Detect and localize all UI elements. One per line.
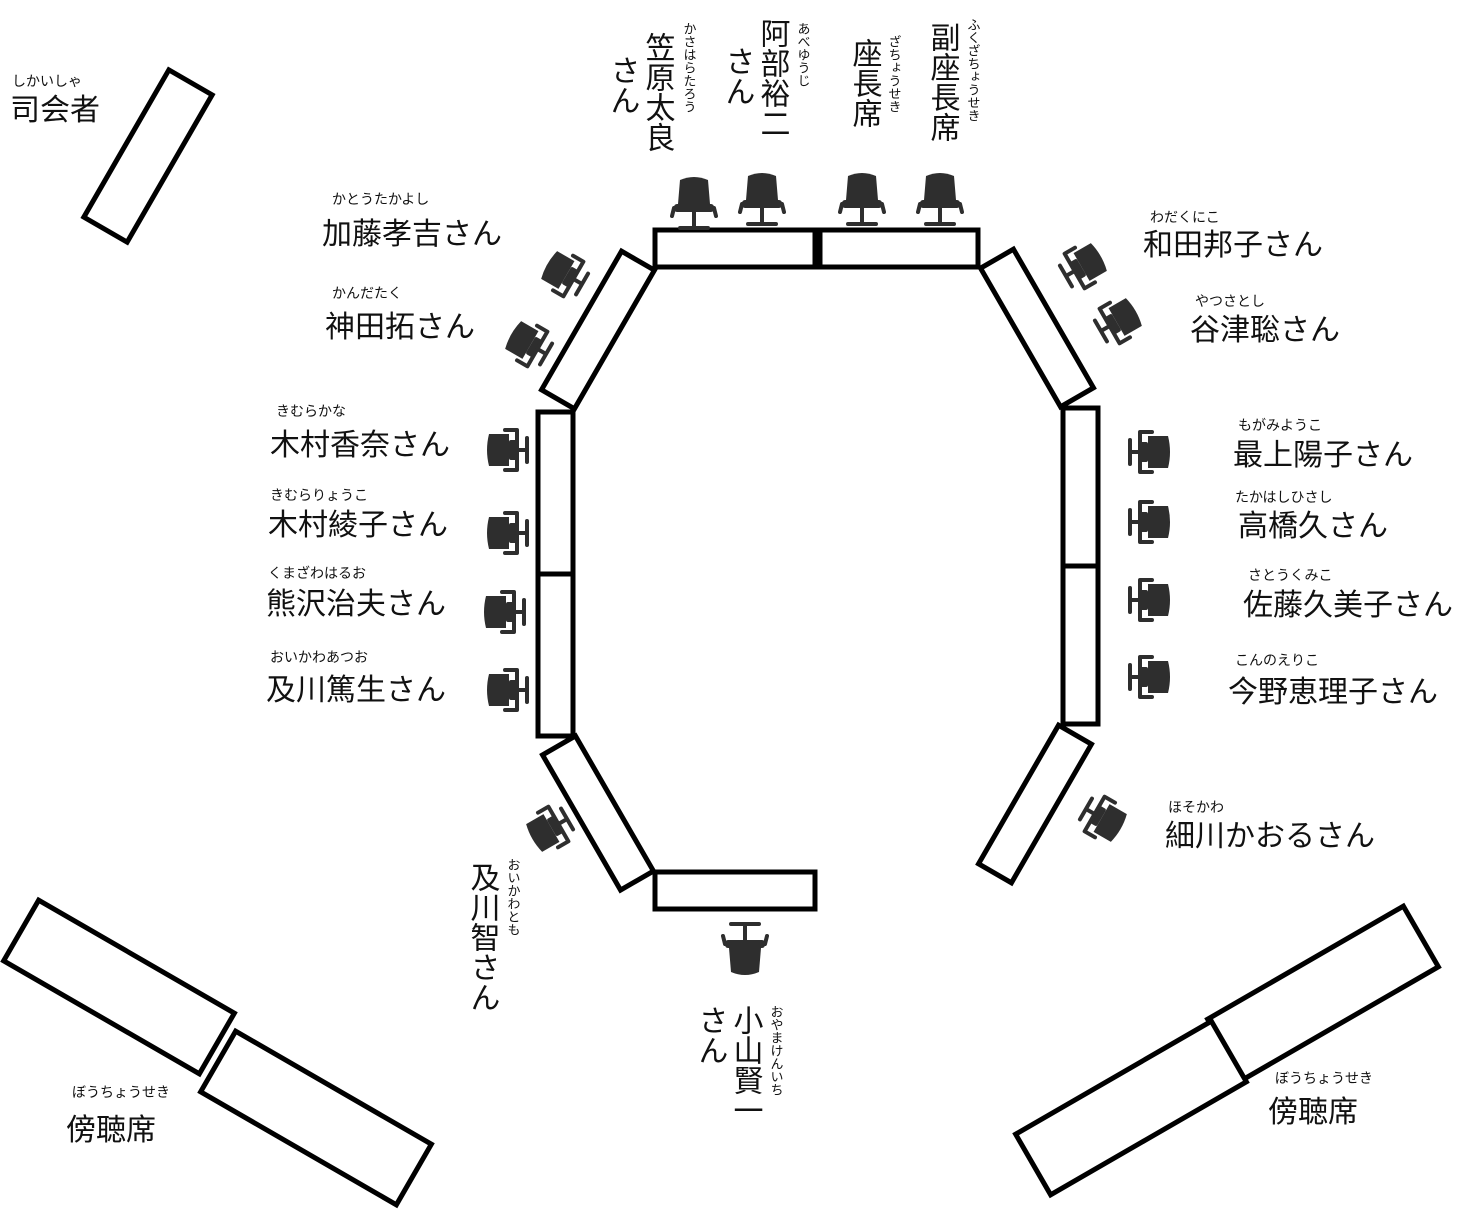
lower-left-desk [539, 732, 657, 894]
chair-mogami [1128, 430, 1172, 474]
hosokawa-ruby: ほそかわ [1168, 800, 1224, 816]
oikawa-atsuo-ruby: おいかわあつお [270, 650, 368, 666]
kumazawa-name: 熊沢治夫さん [266, 587, 446, 622]
gallery-left-ruby: ぼうちょうせき [72, 1085, 170, 1101]
chair-oikawa-tomo [520, 799, 580, 859]
kato-ruby: かとうたかよし [332, 192, 429, 208]
labels: しかいしゃ 司会者 かとうたかよし 加藤孝吉さん かんだたく 神田拓さん きむら… [10, 74, 1453, 1148]
chair-chairperson [838, 171, 886, 226]
gallery-left-desk-2 [197, 1027, 435, 1209]
gallery-right-desk-1 [1204, 902, 1442, 1084]
kimura-kana-name: 木村香奈さん [270, 428, 450, 463]
tanitsu-ruby: やつさとし [1195, 294, 1265, 310]
tanitsu-name: 谷津聡さん [1190, 313, 1340, 348]
vertical-labels: 笠原太良 さん かさはらたろう 阿部裕二 さん あべゆうじ 座長席 ざちょうせき… [465, 18, 981, 1125]
kimura-kana-ruby: きむらかな [276, 404, 346, 420]
gallery-left-desk-1 [0, 896, 238, 1078]
chair-koyama [721, 922, 769, 977]
wada-name: 和田邦子さん [1143, 228, 1323, 263]
chair-kanda [499, 314, 559, 374]
chair-takahashi [1128, 500, 1172, 544]
chair-abe [738, 171, 786, 226]
chairperson-seat-ruby: ざちょうせき [886, 34, 902, 113]
chair-wada [1053, 236, 1113, 296]
konno-ruby: こんのえりこ [1235, 653, 1319, 669]
oikawa-tomo-name-line2: 智さん [465, 922, 500, 1012]
left-desk-upper [535, 409, 576, 577]
sato-name: 佐藤久美子さん [1243, 588, 1453, 623]
kasahara-name-line1: 笠原太良 [640, 32, 676, 152]
sato-ruby: さとうくみこ [1248, 568, 1333, 584]
gallery-right-name: 傍聴席 [1268, 1095, 1358, 1130]
top-desk-left [652, 227, 818, 270]
chair-vice-chairperson [916, 171, 964, 226]
chairperson-seat-name: 座長席 [847, 38, 883, 128]
oikawa-atsuo-name: 及川篤生さん [266, 673, 446, 708]
kato-name: 加藤孝吉さん [322, 217, 502, 252]
mc-name: 司会者 [10, 93, 100, 128]
top-desk-right [817, 227, 981, 270]
kimura-ryoko-ruby: きむらりょうこ [270, 488, 368, 504]
chair-kasahara [670, 175, 718, 230]
chair-kimura-kana [485, 428, 529, 472]
takahashi-name: 高橋久さん [1238, 509, 1388, 544]
upper-left-desk [538, 247, 658, 413]
kanda-name: 神田拓さん [325, 310, 475, 345]
right-desk-lower [1060, 563, 1101, 727]
mogami-name: 最上陽子さん [1233, 438, 1413, 473]
mc-desk [80, 66, 216, 246]
chair-hosokawa [1073, 789, 1133, 849]
kanda-ruby: かんだたく [332, 286, 402, 302]
chair-kimura-ryoko [485, 511, 529, 555]
upper-right-desk [977, 245, 1097, 411]
chair-tanitsu [1088, 291, 1148, 351]
chair-kato [535, 244, 595, 304]
chair-oikawa-atsuo [485, 668, 529, 712]
abe-ruby: あべゆうじ [795, 22, 811, 87]
abe-name-line1: 阿部裕二 [755, 18, 791, 138]
konno-name: 今野恵理子さん [1228, 675, 1438, 710]
chair-kumazawa [482, 590, 526, 634]
kimura-ryoko-name: 木村綾子さん [268, 508, 448, 543]
takahashi-ruby: たかはしひさし [1235, 490, 1332, 506]
gallery-right-desk-2 [1012, 1017, 1250, 1199]
mogami-ruby: もがみようこ [1238, 418, 1322, 434]
right-desk-upper [1060, 405, 1101, 569]
vice-chair-seat-name: 副座長席 [925, 22, 961, 142]
kasahara-ruby: かさはらたろう [681, 22, 696, 113]
left-desk-lower [535, 571, 576, 739]
wada-ruby: わだくにこ [1150, 210, 1220, 226]
gallery-left-name: 傍聴席 [66, 1113, 156, 1148]
abe-name-line2: さん [720, 46, 755, 106]
oikawa-tomo-name-line1: 及川 [465, 862, 501, 922]
chair-sato [1128, 578, 1172, 622]
hosokawa-name: 細川かおるさん [1165, 819, 1375, 854]
chair-konno [1128, 655, 1172, 699]
mc-ruby: しかいしゃ [12, 74, 82, 90]
kumazawa-ruby: くまざわはるお [268, 565, 366, 582]
koyama-ruby: おやまけんいち [768, 1005, 784, 1096]
koyama-name-line2: さん [693, 1005, 728, 1065]
oikawa-tomo-ruby: おいかわとも [505, 858, 521, 936]
lower-right-desk [975, 721, 1095, 887]
vice-chair-seat-ruby: ふくざちょうせき [965, 18, 981, 122]
kasahara-name-line2: さん [605, 55, 640, 115]
desks [0, 66, 1442, 1209]
gallery-right-ruby: ぼうちょうせき [1275, 1071, 1373, 1087]
bottom-desk [652, 869, 818, 912]
koyama-name-line1: 小山賢一 [728, 1005, 764, 1125]
